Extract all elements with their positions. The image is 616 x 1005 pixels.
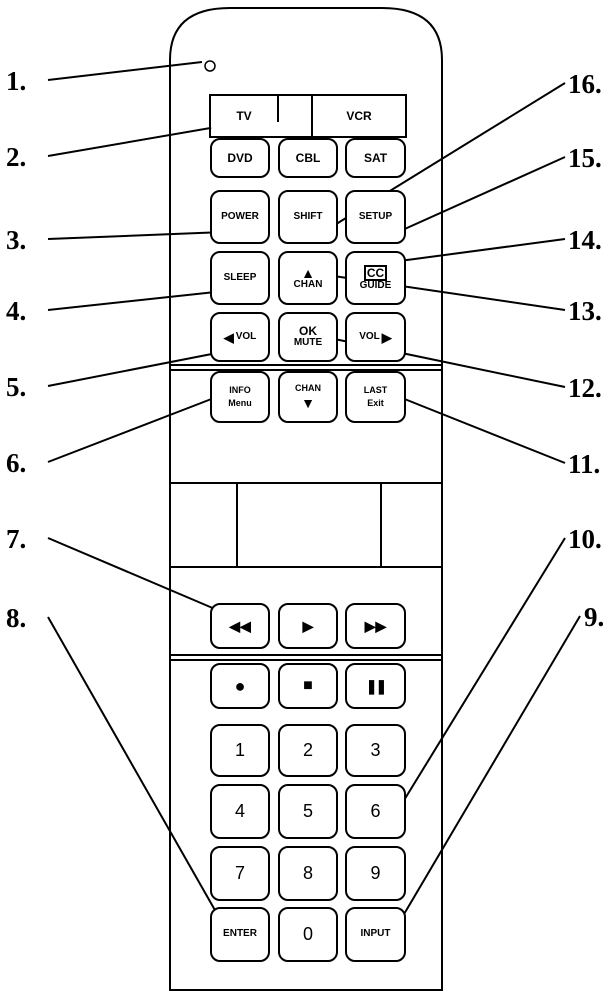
volume-up-label: VOL — [359, 330, 380, 342]
guide-button[interactable]: CC GUIDE — [345, 251, 406, 305]
rewind-button[interactable]: ◀◀ — [210, 603, 270, 649]
vcr-label: VCR — [346, 108, 372, 123]
mode-tab-bar — [209, 94, 407, 138]
record-button[interactable]: ● — [210, 663, 270, 709]
callout-1: 1. — [6, 66, 27, 96]
info-label: INFO — [229, 384, 251, 395]
callout-6: 6. — [6, 448, 27, 478]
last-label: LAST — [363, 384, 388, 395]
tv-label: TV — [236, 108, 252, 123]
callout-5: 5. — [6, 372, 27, 402]
channel-up-label: CHAN — [293, 278, 323, 290]
callout-7: 7. — [6, 524, 27, 554]
volume-down-button[interactable]: ◀ VOL — [210, 312, 270, 362]
chevron-up-icon: ▲ — [301, 264, 315, 281]
menu-label: Menu — [228, 398, 252, 408]
shift-button[interactable]: SHIFT — [278, 190, 338, 244]
digit-8-button[interactable]: 8 — [278, 846, 338, 901]
stop-button[interactable]: ■ — [278, 663, 338, 709]
info-menu-button[interactable]: INFO Menu — [210, 371, 270, 423]
ok-label: OK — [299, 324, 317, 339]
ok-mute-button[interactable]: OK MUTE — [278, 312, 338, 362]
callout-16: 16. — [568, 69, 602, 99]
indicator-light-icon — [204, 60, 216, 72]
setup-label: SETUP — [358, 210, 393, 222]
power-button[interactable]: POWER — [210, 190, 270, 244]
callout-9: 9. — [584, 602, 605, 632]
dvd-button[interactable]: DVD — [210, 138, 270, 178]
input-button[interactable]: INPUT — [345, 907, 406, 962]
power-label: POWER — [221, 210, 259, 222]
callout-4: 4. — [6, 296, 27, 326]
input-label: INPUT — [360, 928, 391, 940]
pause-icon: ❚❚ — [365, 678, 388, 694]
stop-icon: ■ — [303, 677, 313, 694]
nav-pad-blank — [236, 482, 382, 568]
chevron-right-icon: ▶ — [381, 329, 392, 345]
rewind-icon: ◀◀ — [229, 618, 251, 634]
digit-6-button[interactable]: 6 — [345, 784, 406, 839]
sleep-button[interactable]: SLEEP — [210, 251, 270, 305]
enter-button[interactable]: ENTER — [210, 907, 270, 962]
digit-0-label: 0 — [302, 924, 313, 945]
callout-8: 8. — [6, 603, 27, 633]
callout-13: 13. — [568, 296, 602, 326]
sleep-label: SLEEP — [223, 271, 257, 283]
fast-forward-icon: ▶▶ — [364, 618, 387, 634]
digit-3-button[interactable]: 3 — [345, 724, 406, 777]
fast-forward-button[interactable]: ▶▶ — [345, 603, 406, 649]
digit-7-button[interactable]: 7 — [210, 846, 270, 901]
digit-3-label: 3 — [370, 740, 381, 761]
remote-body — [169, 7, 443, 991]
digit-9-label: 9 — [370, 863, 381, 884]
channel-up-button[interactable]: ▲ CHAN — [278, 251, 338, 305]
pause-button[interactable]: ❚❚ — [345, 663, 406, 709]
digit-9-button[interactable]: 9 — [345, 846, 406, 901]
digit-1-button[interactable]: 1 — [210, 724, 270, 777]
callout-12: 12. — [568, 373, 602, 403]
play-icon: ▶ — [302, 618, 314, 634]
channel-down-button[interactable]: CHAN ▼ — [278, 371, 338, 423]
dvd-label: DVD — [227, 150, 253, 165]
callout-10: 10. — [568, 524, 602, 554]
record-icon: ● — [234, 676, 246, 696]
digit-5-label: 5 — [302, 801, 313, 822]
callout-14: 14. — [568, 225, 602, 255]
digit-0-button[interactable]: 0 — [278, 907, 338, 962]
last-exit-button[interactable]: LAST Exit — [345, 371, 406, 423]
volume-up-button[interactable]: VOL ▶ — [345, 312, 406, 362]
digit-8-label: 8 — [302, 863, 313, 884]
setup-button[interactable]: SETUP — [345, 190, 406, 244]
chevron-down-icon: ▼ — [301, 395, 315, 412]
exit-label: Exit — [367, 398, 384, 408]
digit-6-label: 6 — [370, 801, 381, 822]
closed-caption-icon: CC — [363, 264, 388, 281]
shift-label: SHIFT — [293, 210, 323, 222]
sat-button[interactable]: SAT — [345, 138, 406, 178]
callout-3: 3. — [6, 225, 27, 255]
callout-15: 15. — [568, 143, 602, 173]
cbl-label: CBL — [295, 150, 321, 165]
guide-label: GUIDE — [359, 279, 392, 291]
digit-7-label: 7 — [234, 863, 245, 884]
enter-label: ENTER — [223, 928, 257, 940]
digit-2-label: 2 — [302, 740, 313, 761]
chevron-left-icon: ◀ — [223, 329, 234, 345]
callout-2: 2. — [6, 142, 27, 172]
callout-11: 11. — [568, 449, 601, 479]
volume-down-label: VOL — [235, 330, 257, 342]
digit-5-button[interactable]: 5 — [278, 784, 338, 839]
sat-label: SAT — [363, 150, 388, 165]
digit-4-button[interactable]: 4 — [210, 784, 270, 839]
mute-label: MUTE — [293, 337, 323, 349]
channel-down-label: CHAN — [295, 382, 321, 393]
digit-2-button[interactable]: 2 — [278, 724, 338, 777]
tv-button[interactable]: TV — [211, 96, 277, 136]
digit-1-label: 1 — [234, 740, 245, 761]
vcr-button[interactable]: VCR — [313, 96, 405, 136]
play-button[interactable]: ▶ — [278, 603, 338, 649]
cbl-button[interactable]: CBL — [278, 138, 338, 178]
digit-4-label: 4 — [234, 801, 245, 822]
